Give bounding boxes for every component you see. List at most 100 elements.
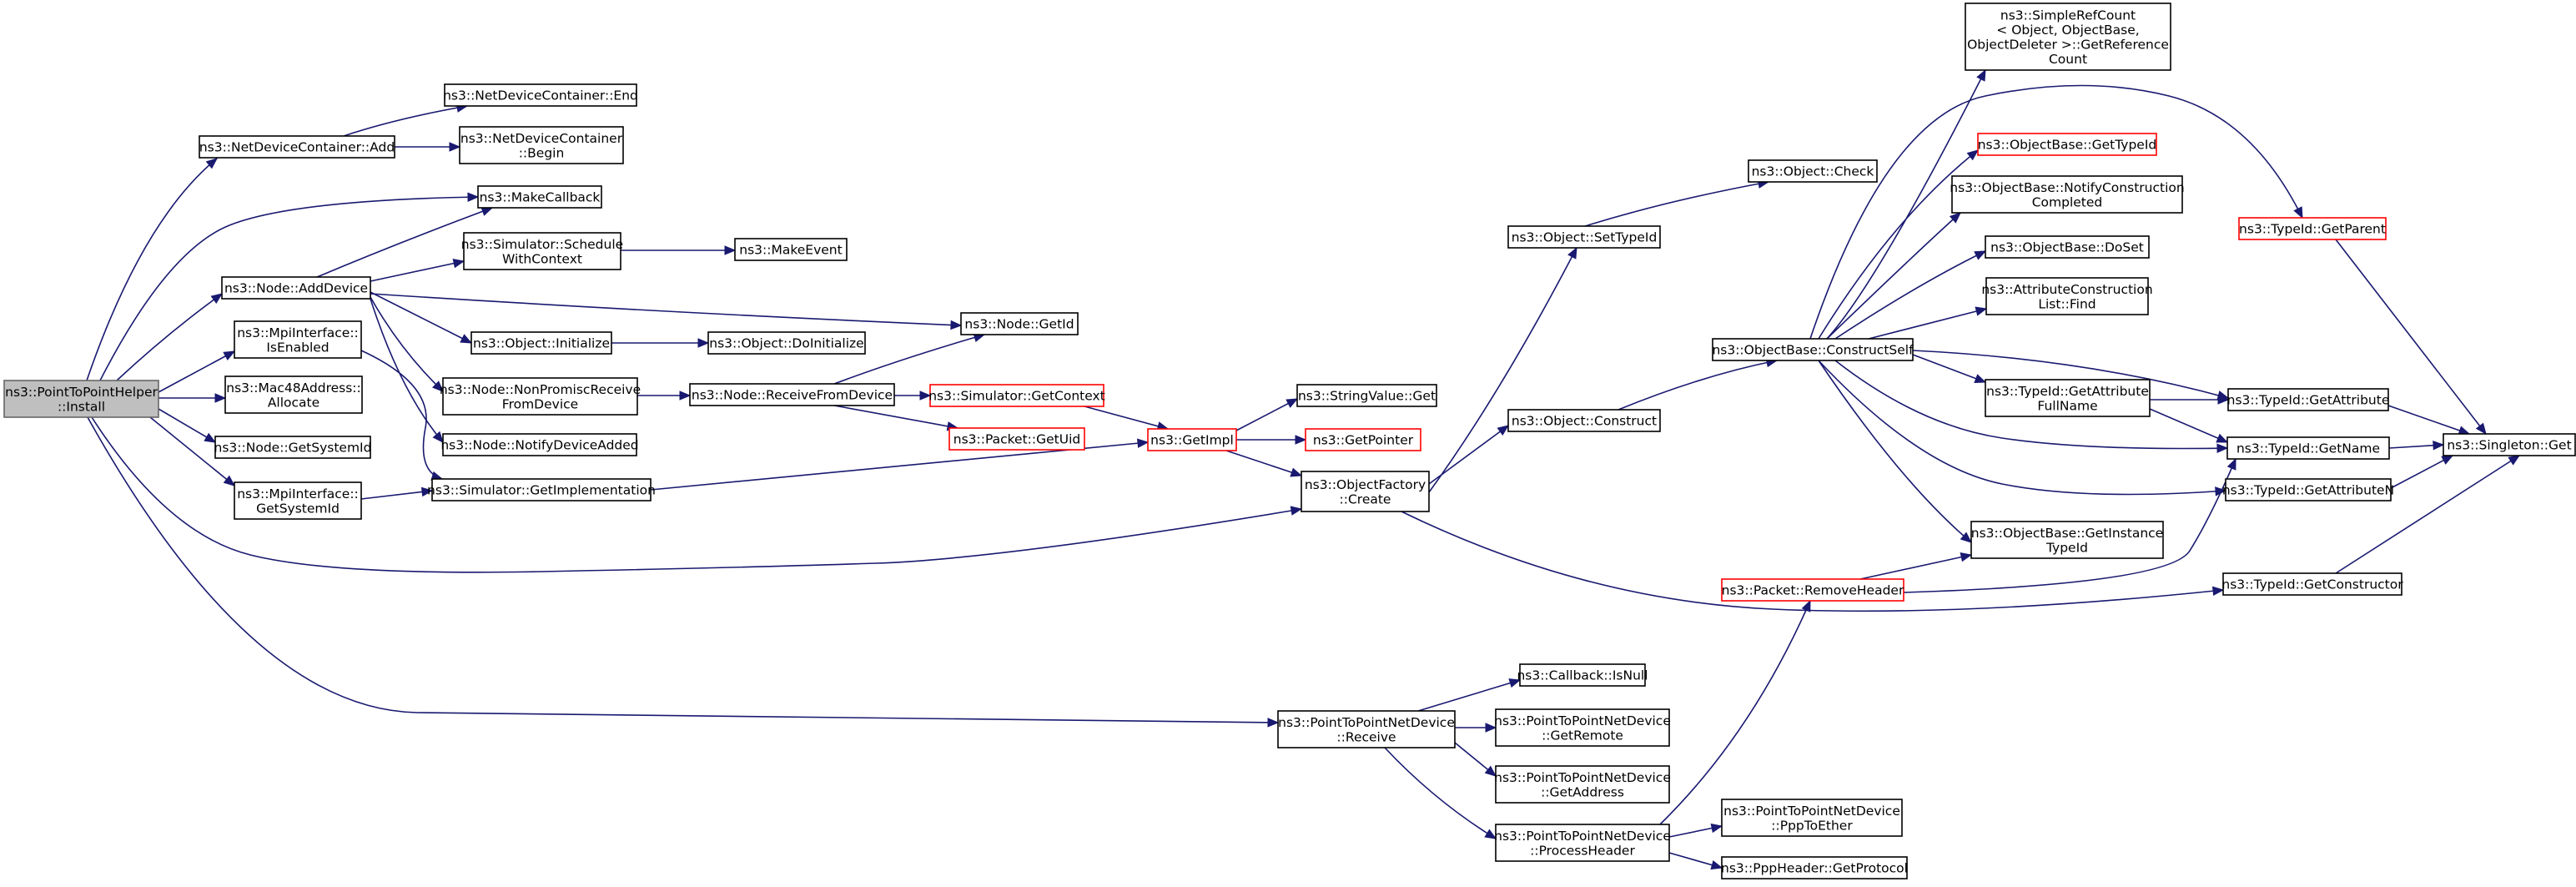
call-edge-install-to-makecallback — [99, 196, 479, 381]
node-box — [431, 478, 652, 501]
function-node-p2p-getaddr[interactable]: ns3::PointToPointNetDevice::GetAddress — [1494, 765, 1671, 804]
call-edge-install-to-node_adddevice — [116, 293, 223, 381]
function-node-simplerefcount[interactable]: ns3::SimpleRefCount< Object, ObjectBase,… — [1965, 3, 2171, 71]
node-box — [1721, 578, 1904, 602]
arrowhead-attrlist_find — [1975, 306, 1988, 316]
node-label-line: ns3::TypeId::GetParent — [2239, 222, 2386, 237]
function-node-ndc-begin[interactable]: ns3::NetDeviceContainer::Begin — [459, 126, 624, 164]
node-box — [442, 433, 637, 456]
node-box — [2226, 436, 2390, 460]
arrowhead-obj_init — [460, 334, 473, 344]
function-node-typeid-getparent[interactable]: ns3::TypeId::GetParent — [2238, 217, 2387, 240]
function-node-mpi-enabled[interactable]: ns3::MpiInterface::IsEnabled — [234, 320, 362, 359]
arrowhead-objfactory_create — [1290, 467, 1303, 477]
node-box — [1748, 159, 1878, 183]
call-edge-node_recvfrom-to-node_getid — [833, 334, 985, 385]
node-label-line: FullName — [2037, 398, 2097, 413]
function-node-getpointer[interactable]: ns3::GetPointer — [1305, 428, 1421, 451]
node-box — [734, 238, 848, 261]
function-node-typeid-getname[interactable]: ns3::TypeId::GetName — [2226, 436, 2390, 460]
function-node-pkt-getuid[interactable]: ns3::Packet::GetUid — [948, 427, 1085, 451]
function-node-ndc-add[interactable]: ns3::NetDeviceContainer::Add — [199, 135, 395, 159]
function-node-makecallback[interactable]: ns3::MakeCallback — [477, 185, 602, 209]
node-label-line: ns3::StringValue::Get — [1298, 389, 1436, 404]
function-node-ppp-getproto[interactable]: ns3::PppHeader::GetProtocol — [1721, 856, 1908, 879]
function-node-typeid-getattr[interactable]: ns3::TypeId::GetAttribute — [2227, 388, 2390, 411]
node-label-line: IsEnabled — [266, 340, 329, 355]
function-node-objbase-construct[interactable]: ns3::ObjectBase::ConstructSelf — [1712, 338, 1914, 361]
function-node-objfactory-create[interactable]: ns3::ObjectFactory::Create — [1301, 471, 1430, 512]
function-node-ndc-end[interactable]: ns3::NetDeviceContainer::End — [443, 83, 638, 107]
node-box — [707, 331, 866, 355]
node-box — [459, 126, 624, 164]
node-label-line: ns3::TypeId::GetAttribute — [1986, 384, 2149, 399]
arrowhead-getpointer — [1295, 435, 1307, 445]
call-edge-obj_settypeid-to-obj_check — [1584, 181, 1769, 227]
node-box — [1977, 133, 2157, 156]
function-node-strval-get[interactable]: ns3::StringValue::Get — [1296, 384, 1437, 407]
function-node-objbase-gettypeid[interactable]: ns3::ObjectBase::GetTypeId — [1977, 133, 2157, 156]
function-node-node-getid[interactable]: ns3::Node::GetId — [960, 312, 1079, 335]
call-edge-node_adddevice-to-obj_init — [370, 291, 472, 344]
node-label-line: ns3::Singleton::Get — [2447, 438, 2571, 453]
function-node-obj-settypeid[interactable]: ns3::Object::SetTypeId — [1507, 225, 1661, 249]
node-box — [444, 83, 637, 107]
arrowhead-p2p_receive — [1267, 718, 1280, 728]
node-box — [1721, 799, 1903, 837]
function-node-cb-isnull[interactable]: ns3::Callback::IsNull — [1517, 663, 1648, 687]
function-node-mpi-getsysid[interactable]: ns3::MpiInterface::GetSystemId — [234, 481, 362, 520]
node-label-line: ::Begin — [519, 145, 565, 160]
function-node-objbase-notify[interactable]: ns3::ObjectBase::NotifyConstructionCompl… — [1950, 175, 2185, 214]
function-node-objbase-doset[interactable]: ns3::ObjectBase::DoSet — [1985, 235, 2150, 259]
arrowhead-typeid_getname — [2216, 443, 2229, 453]
function-node-p2p-ppptoether[interactable]: ns3::PointToPointNetDevice::PppToEther — [1721, 799, 1903, 837]
function-node-sim-getimpl[interactable]: ns3::Simulator::GetImplementation — [427, 478, 656, 501]
node-label-line: ns3::Object::Initialize — [473, 336, 610, 351]
function-node-node-notify[interactable]: ns3::Node::NotifyDeviceAdded — [440, 433, 639, 456]
function-node-singleton-get[interactable]: ns3::Singleton::Get — [2443, 433, 2576, 456]
function-node-obj-check[interactable]: ns3::Object::Check — [1748, 159, 1878, 183]
node-label-line: ns3::PointToPointNetDevice — [1494, 829, 1671, 844]
node-label-line: ns3::AttributeConstruction — [1981, 282, 2152, 297]
function-node-mac48[interactable]: ns3::Mac48Address::Allocate — [224, 375, 363, 414]
arrowhead-node_getid — [950, 320, 963, 330]
arrowhead-obj_settypeid — [1567, 246, 1577, 260]
function-node-p2p-procheader[interactable]: ns3::PointToPointNetDevice::ProcessHeade… — [1494, 824, 1671, 862]
function-node-install[interactable]: ns3::PointToPointHelper::Install — [3, 380, 159, 418]
node-box — [1985, 235, 2150, 259]
function-node-typeid-getctor[interactable]: ns3::TypeId::GetConstructor — [2221, 572, 2403, 596]
function-node-p2p-receive[interactable]: ns3::PointToPointNetDevice::Receive — [1277, 710, 1456, 748]
function-node-typeid-getattrn[interactable]: ns3::TypeId::GetAttributeN — [2222, 478, 2394, 501]
call-edge-objbase_construct-to-typeid_getattr — [1912, 350, 2229, 399]
node-label-line: ns3::PointToPointNetDevice — [1494, 713, 1671, 728]
function-node-getimpl[interactable]: ns3::GetImpl — [1147, 428, 1237, 451]
function-node-makeevent[interactable]: ns3::MakeEvent — [734, 238, 848, 261]
node-label-line: ::GetRemote — [1542, 728, 1623, 743]
node-box — [1507, 409, 1661, 432]
arrowhead-p2p_getaddr — [1484, 765, 1497, 777]
function-node-pkt-removeheader[interactable]: ns3::Packet::RemoveHeader — [1721, 578, 1904, 602]
arrowhead-simplerefcount — [1976, 68, 1986, 82]
function-node-p2p-getremote[interactable]: ns3::PointToPointNetDevice::GetRemote — [1494, 708, 1671, 747]
call-edge-objbase_construct-to-objbase_notify — [1826, 212, 1961, 340]
call-edge-node_adddevice-to-makecallback — [316, 207, 493, 278]
call-edge-node_adddevice-to-node_nonpromisc — [370, 296, 444, 392]
function-node-obj-doinit[interactable]: ns3::Object::DoInitialize — [707, 331, 866, 355]
function-node-node-adddevice[interactable]: ns3::Node::AddDevice — [221, 276, 371, 300]
function-node-node-getsysid[interactable]: ns3::Node::GetSystemId — [214, 436, 372, 459]
call-edge-objfactory_create-to-obj_settypeid — [1428, 247, 1577, 493]
node-box — [2443, 433, 2576, 456]
function-node-obj-construct[interactable]: ns3::Object::Construct — [1507, 409, 1661, 432]
node-label-line: ns3::MakeCallback — [480, 190, 601, 205]
function-node-sim-getctx[interactable]: ns3::Simulator::GetContext — [928, 384, 1105, 407]
function-node-obj-init[interactable]: ns3::Object::Initialize — [470, 331, 612, 355]
arrowhead-node_recvfrom — [679, 391, 692, 401]
node-label-line: GetSystemId — [256, 501, 340, 516]
node-label-line: ns3::NetDeviceContainer::Add — [199, 140, 395, 155]
function-node-node-recvfrom[interactable]: ns3::Node::ReceiveFromDevice — [689, 383, 895, 406]
